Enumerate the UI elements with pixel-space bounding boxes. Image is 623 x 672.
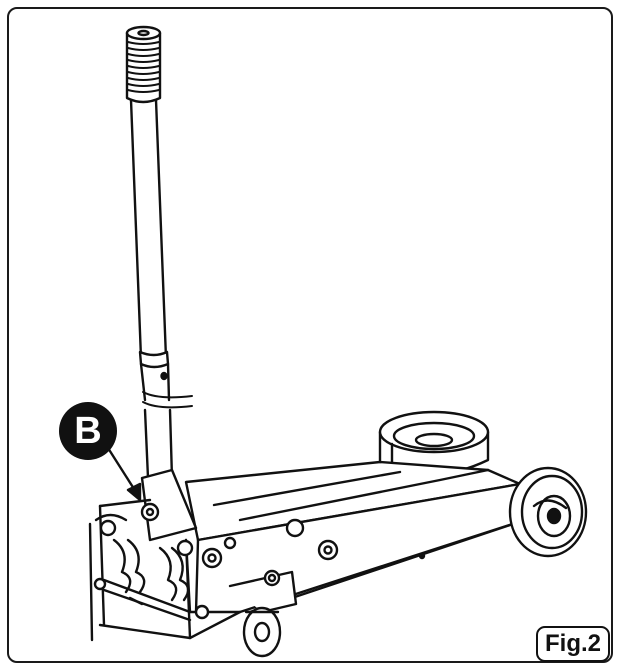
jack-frame (184, 460, 527, 640)
callout-b: B (59, 402, 117, 460)
saddle (378, 410, 490, 476)
handle-grip (125, 25, 162, 104)
rear-wheel (508, 466, 588, 558)
handle-tube (129, 98, 193, 480)
pump-assembly (88, 468, 198, 642)
figure-label: Fig.2 (536, 626, 610, 662)
front-caster (228, 569, 298, 658)
arrow-pointer (106, 446, 142, 502)
